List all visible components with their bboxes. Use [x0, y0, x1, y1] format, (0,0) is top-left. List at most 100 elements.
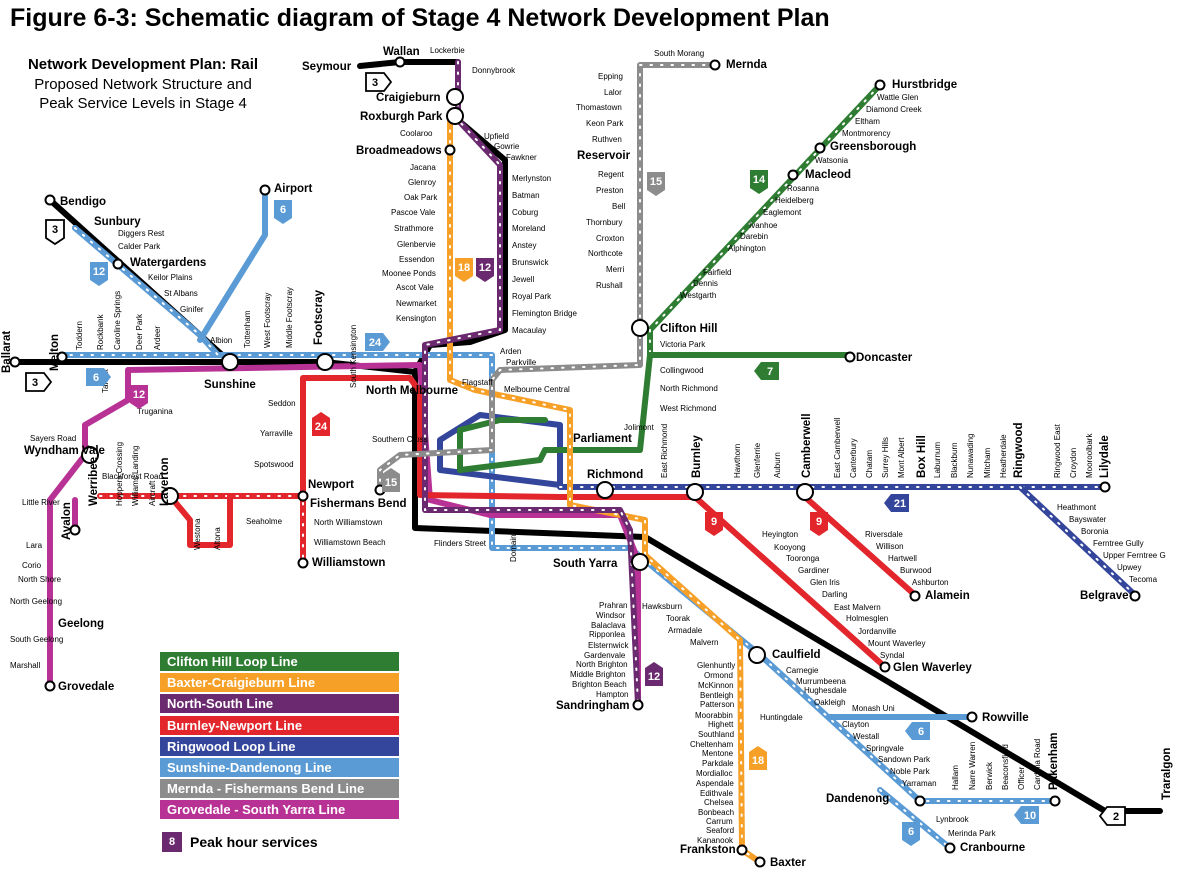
service-frequency-badge: 18 [749, 746, 767, 770]
terminal-station[interactable] [297, 490, 309, 502]
interchange-clifton-hill[interactable] [631, 319, 649, 337]
station-label-mernda: Mernda [726, 59, 768, 71]
terminal-station[interactable] [754, 856, 766, 868]
station-label-carrum: Carrum [706, 817, 733, 826]
badge-value: 6 [918, 726, 924, 738]
station-label-glenferrie: Glenferrie [753, 442, 762, 478]
station-label-tottenham: Tottenham [243, 310, 252, 348]
station-label-melton: Melton [49, 334, 61, 371]
station-label-flagstaff: Flagstaff [462, 378, 493, 387]
station-label-berwick: Berwick [985, 761, 994, 790]
terminal-station[interactable] [709, 59, 721, 71]
terminal-station[interactable] [844, 351, 856, 363]
terminal-station[interactable] [112, 258, 124, 270]
interchange-roxburgh-park[interactable] [446, 107, 464, 125]
terminal-station[interactable] [69, 524, 81, 536]
station-label-lockerbie: Lockerbie [430, 46, 465, 55]
station-label-hurstbridge: Hurstbridge [892, 79, 957, 91]
station-label-domain: Domain [509, 534, 518, 562]
terminal-station[interactable] [787, 169, 799, 181]
station-label-mitcham: Mitcham [983, 447, 992, 478]
terminal-station[interactable] [874, 79, 886, 91]
station-label-fawkner: Fawkner [506, 153, 537, 162]
line-lightblue-airport [197, 187, 268, 343]
station-label-collingwood: Collingwood [660, 366, 704, 375]
badge-value: 10 [1024, 810, 1036, 822]
terminal-station[interactable] [1129, 590, 1141, 602]
terminal-station[interactable] [259, 184, 271, 196]
service-frequency-badge: 12 [90, 262, 108, 286]
station-label-monash-uni: Monash Uni [852, 704, 895, 713]
station-label-glen-iris: Glen Iris [810, 578, 840, 587]
station-label-officer: Officer [1017, 766, 1026, 790]
badge-value: 21 [894, 498, 906, 510]
legend-item-clifton-hill-loop-line: Clifton Hill Loop Line [160, 652, 399, 671]
station-label-epping: Epping [598, 72, 623, 81]
terminal-station[interactable] [444, 144, 456, 156]
station-label-deer-park: Deer Park [135, 313, 144, 350]
badge-value: 3 [52, 224, 58, 236]
station-label-surrey-hills: Surrey Hills [881, 437, 890, 478]
interchange-laverton[interactable] [161, 487, 179, 505]
station-label-upwey: Upwey [1117, 563, 1141, 572]
terminal-station[interactable] [879, 661, 891, 673]
interchange-footscray[interactable] [316, 353, 334, 371]
terminal-station[interactable] [736, 844, 748, 856]
terminal-station[interactable] [297, 557, 309, 569]
interchange-caulfield[interactable] [748, 646, 766, 664]
station-label-laburnum: Laburnum [933, 442, 942, 478]
terminal-station[interactable] [44, 680, 56, 692]
terminal-station[interactable] [632, 699, 644, 711]
terminal-station[interactable] [1099, 481, 1111, 493]
station-label-malvern: Malvern [690, 638, 718, 647]
line-blue [437, 412, 563, 488]
interchange-camberwell[interactable] [796, 483, 814, 501]
badge-value: 12 [479, 262, 491, 274]
line-red-altona [167, 493, 233, 548]
station-label-newport: Newport [308, 479, 354, 491]
interchange-richmond[interactable] [596, 481, 614, 499]
stations [9, 56, 1141, 868]
station-label-fishermans-bend: Fishermans Bend [310, 498, 407, 510]
station-label-flinders-street: Flinders Street [434, 539, 487, 548]
interchange-south-yarra[interactable] [631, 553, 649, 571]
station-label-preston: Preston [596, 186, 624, 195]
station-label-brighton-beach: Brighton Beach [572, 680, 627, 689]
terminal-station[interactable] [394, 56, 406, 68]
terminal-station[interactable] [944, 842, 956, 854]
badge-value: 2 [1113, 811, 1119, 823]
service-frequency-badge: 15 [382, 468, 400, 492]
station-label-ashburton: Ashburton [912, 578, 948, 587]
station-label-fairfield: Fairfield [703, 268, 731, 277]
station-label-yarraville: Yarraville [260, 429, 293, 438]
station-label-prahran: Prahran [599, 601, 627, 610]
terminal-station[interactable] [56, 351, 68, 363]
station-label-victoria-park: Victoria Park [660, 340, 706, 349]
interchange-craigieburn[interactable] [446, 88, 464, 106]
station-label-toddern: Toddern [75, 321, 84, 350]
station-label-batman: Batman [512, 191, 540, 200]
badge-value: 3 [372, 77, 378, 89]
interchange-burnley[interactable] [686, 483, 704, 501]
station-label-calder-park: Calder Park [118, 242, 161, 251]
station-label-tooronga: Tooronga [786, 554, 820, 563]
station-label-brunswick: Brunswick [512, 258, 549, 267]
terminal-station[interactable] [1049, 795, 1061, 807]
service-frequency-badge: 7 [754, 362, 779, 380]
station-label-regent: Regent [598, 170, 625, 179]
station-label-box-hill: Box Hill [916, 435, 928, 478]
terminal-station[interactable] [9, 356, 21, 368]
station-label-truganina: Truganina [137, 407, 173, 416]
terminal-station[interactable] [914, 795, 926, 807]
terminal-station[interactable] [44, 194, 56, 206]
terminal-station[interactable] [966, 711, 978, 723]
station-label-jewell: Jewell [512, 275, 534, 284]
terminal-station[interactable] [814, 142, 826, 154]
station-label-oakleigh: Oakleigh [814, 698, 846, 707]
interchange-wyndham-vale[interactable] [81, 446, 99, 464]
station-label-bell: Bell [612, 202, 626, 211]
terminal-station[interactable] [909, 590, 921, 602]
interchange-sunshine[interactable] [221, 353, 239, 371]
station-label-jordanville: Jordanville [858, 627, 897, 636]
